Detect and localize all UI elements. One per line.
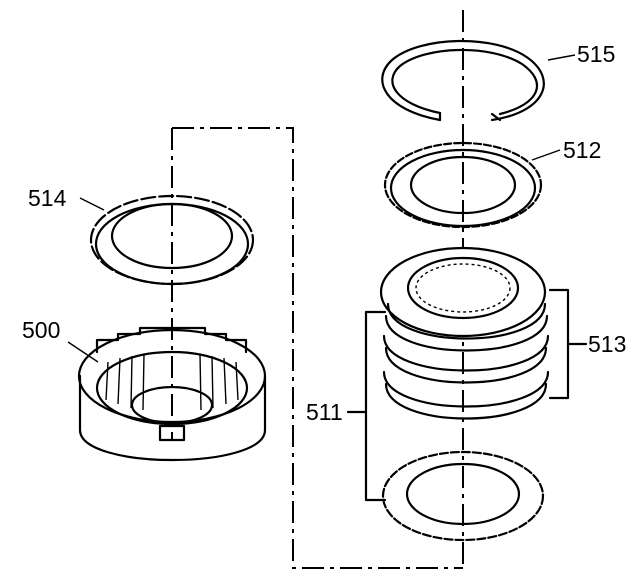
clutch-plate-513-a	[379, 246, 547, 338]
bracket-513	[548, 288, 588, 400]
clutch-plate-511-b	[382, 370, 550, 420]
clutch-pack	[379, 246, 550, 542]
callout-512: 512	[563, 137, 601, 163]
snap-ring-515	[381, 39, 576, 122]
callout-511: 511	[306, 399, 343, 425]
callout-515: 515	[577, 41, 615, 67]
callout-513: 513	[588, 331, 626, 357]
plate-514	[79, 194, 255, 286]
callout-500: 500	[22, 317, 60, 343]
bracket-511	[346, 310, 387, 502]
clutch-plate-511-c	[381, 450, 545, 542]
callout-514: 514	[28, 185, 67, 211]
backing-plate-512	[383, 141, 561, 229]
clutch-plate-511-a	[384, 302, 549, 352]
clutch-housing-500	[67, 326, 267, 461]
clutch-plate-513-b	[382, 334, 550, 384]
